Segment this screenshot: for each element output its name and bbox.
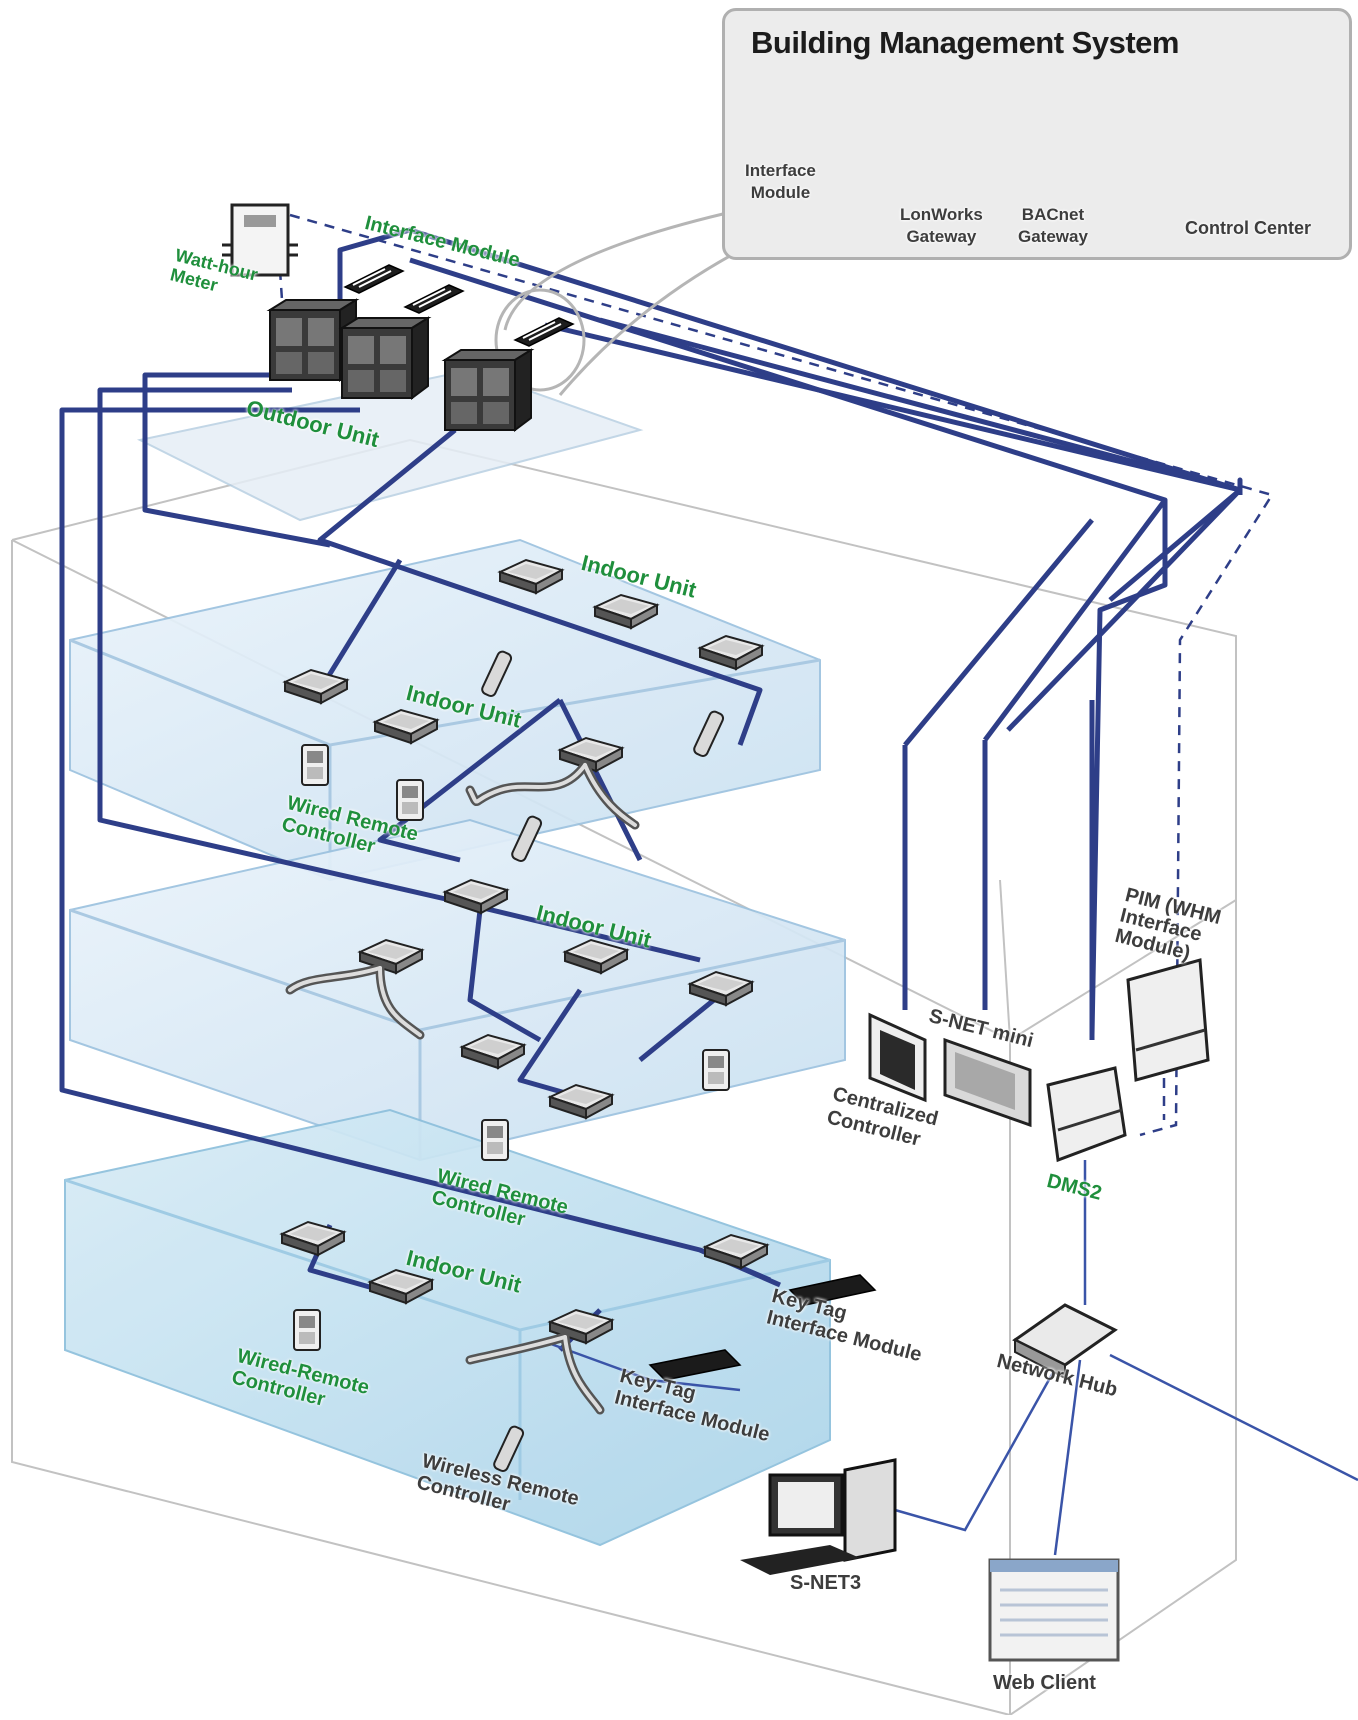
network-hub-icon [1012, 1303, 1118, 1380]
key-tag-module-icon [648, 1274, 877, 1381]
bms-control-center-label: Control Center [1185, 218, 1311, 238]
bms-interface-module-label: Interface Module [745, 161, 816, 202]
duct-loops-inner [288, 763, 637, 1412]
watt-hour-meter-icon [222, 203, 298, 277]
centralized-controller-icon [868, 1012, 927, 1103]
bms-panel: Building Management System [722, 8, 1352, 260]
bms-bacnet-label: BACnet Gateway [1018, 205, 1088, 246]
snet-mini-icon [943, 1037, 1032, 1128]
bms-lonworks-label: LonWorks Gateway [900, 205, 983, 246]
web-client-icon [988, 1558, 1120, 1662]
web-client-label: Web Client [993, 1672, 1096, 1694]
dms2-icon [1046, 1066, 1127, 1163]
floor-3 [64, 1108, 831, 1547]
pim-icon [1126, 958, 1210, 1082]
cables [59, 227, 1243, 1352]
snet3-label: S-NET3 [790, 1572, 862, 1594]
snet3-pc-icon [740, 1458, 897, 1575]
bms-title: Building Management System [751, 25, 1179, 60]
thin-cables [539, 1160, 1358, 1556]
bms-callout-lens [494, 288, 586, 392]
